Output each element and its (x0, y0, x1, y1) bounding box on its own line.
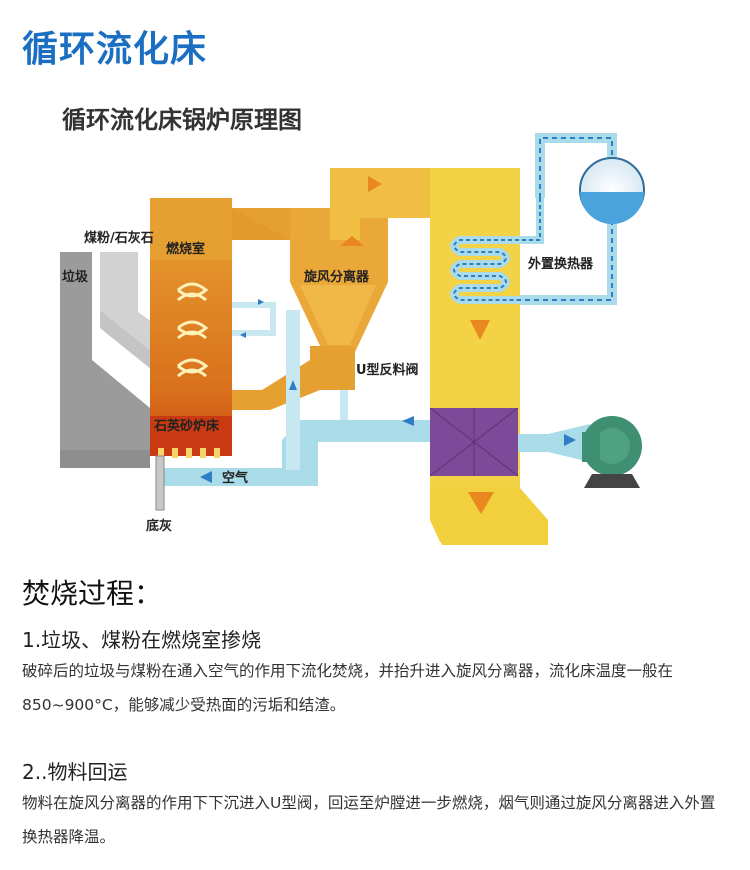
label-furnace: 燃烧室 (166, 241, 205, 257)
label-cyclone: 旋风分离器 (303, 269, 370, 285)
coal-limestone-hopper (100, 252, 152, 370)
step-1-title: 1.垃圾、煤粉在燃烧室掺烧 (22, 628, 262, 652)
flame-swirl-icons (177, 282, 209, 378)
step-2-title: 2..物料回运 (22, 760, 128, 784)
label-coal-limestone: 煤粉/石灰石 (84, 230, 154, 246)
garbage-hopper (60, 252, 150, 468)
boiler-diagram-svg: 循环流化床锅炉原理图 (60, 106, 645, 545)
cyclone-exit-duct (330, 168, 432, 240)
external-heat-exchanger (450, 133, 617, 305)
label-air: 空气 (222, 470, 248, 486)
fan-icon (582, 416, 642, 488)
boiler-diagram: 循环流化床锅炉原理图 (0, 90, 750, 560)
label-u-valve: U型反料阀 (356, 362, 419, 378)
step-1-body: 破碎后的垃圾与煤粉在通入空气的作用下流化焚烧，并抬升进入旋风分离器，流化床温度一… (22, 662, 674, 714)
bottom-ash-pipe (155, 455, 165, 511)
process-heading: 焚烧过程： (22, 577, 163, 610)
diagram-title: 循环流化床锅炉原理图 (62, 106, 302, 134)
label-garbage: 垃圾 (62, 269, 89, 285)
air-nozzles (158, 448, 220, 458)
label-sand-bed: 石英砂炉床 (153, 418, 220, 434)
label-external-heat-exchanger: 外置换热器 (527, 256, 594, 272)
air-flow-arrow-icons (200, 299, 576, 483)
step-2-body: 物料在旋风分离器的作用下下沉进入U型阀，回运至炉膛进一步燃烧，烟气则通过旋风分离… (22, 794, 716, 846)
flue-gas-arrow-icons (340, 176, 494, 514)
steam-drum-icon (579, 157, 645, 224)
page-title: 循环流化床 (22, 29, 208, 70)
label-bottom-ash: 底灰 (146, 518, 172, 534)
heat-exchanger-block (429, 407, 519, 477)
